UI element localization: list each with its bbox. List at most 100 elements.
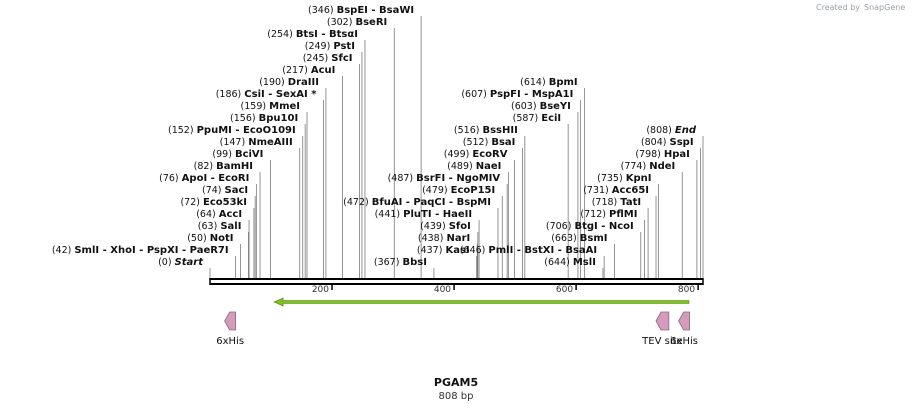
site-label[interactable]: (74) SacI [202, 185, 248, 196]
enzyme-name: BtsI [296, 29, 318, 40]
site-separator: - [521, 89, 532, 100]
site-label[interactable]: (190) DraIII [259, 77, 319, 88]
site-label[interactable]: (217) AcuI [282, 65, 335, 76]
site-label[interactable]: (76) ApoI - EcoRI [159, 173, 249, 184]
site-position: (499) [444, 149, 473, 160]
site-position: (152) [168, 125, 197, 136]
site-label[interactable]: (516) BssHII [454, 125, 518, 136]
enzyme-name: SacI [225, 185, 249, 196]
site-position: (0) [158, 257, 174, 268]
enzyme-name: XhoI [110, 245, 135, 256]
site-label[interactable]: (50) NotI [187, 233, 233, 244]
site-position: (50) [187, 233, 210, 244]
site-label[interactable]: (64) AccI [196, 209, 242, 220]
site-position: (804) [641, 137, 670, 148]
site-label[interactable]: (254) BtsI - BtsαI [267, 29, 358, 40]
site-position: (712) [580, 209, 609, 220]
enzyme-name: BstXI [524, 245, 554, 256]
site-label[interactable]: (346) BspEI - BsaWI [308, 5, 414, 16]
site-position: (437) [417, 245, 446, 256]
site-label[interactable]: (487) BsrFI - NgoMIV [388, 173, 501, 184]
enzyme-name: BpmI [549, 77, 578, 88]
map-title: PGAM5 [434, 376, 478, 389]
site-position: (82) [194, 161, 217, 172]
site-position: (159) [241, 101, 270, 112]
site-label[interactable]: (735) KpnI [597, 173, 651, 184]
site-position: (512) [463, 137, 492, 148]
site-label[interactable]: (245) SfcI [303, 53, 353, 64]
site-label[interactable]: (808) End [646, 125, 697, 136]
site-label[interactable]: (72) Eco53kI [180, 197, 246, 208]
enzyme-name: EciI [541, 113, 561, 124]
enzyme-name: SfcI [331, 53, 352, 64]
site-position: (603) [511, 101, 540, 112]
site-label[interactable]: (439) SfoI [420, 221, 471, 232]
site-label[interactable]: (156) Bpu10I [230, 113, 298, 124]
orf-arrow-shape[interactable] [273, 297, 690, 307]
site-label[interactable]: (499) EcoRV [444, 149, 508, 160]
site-label[interactable]: (186) CsiI - SexAI * [216, 89, 318, 100]
enzyme-name: BsrFI [416, 173, 445, 184]
site-position: (439) [420, 221, 449, 232]
enzyme-name: EcoRV [472, 149, 507, 160]
site-position: (774) [621, 161, 650, 172]
enzyme-name: EcoO109I [243, 125, 296, 136]
site-label[interactable]: (646) PmlI - BstXI - BsaAI [460, 245, 597, 256]
site-label[interactable]: (438) NarI [418, 233, 470, 244]
enzyme-name: PaqCI [413, 197, 445, 208]
site-label[interactable]: (441) PluTI - HaeII [375, 209, 472, 220]
feature-arrow[interactable] [655, 311, 670, 331]
site-position: (614) [520, 77, 549, 88]
site-label[interactable]: (147) NmeAIII [220, 137, 293, 148]
site-label[interactable]: (804) SspI [641, 137, 694, 148]
map-length: 808 bp [439, 391, 474, 402]
site-label[interactable]: (0) Start [158, 257, 204, 268]
site-separator: - [432, 209, 443, 220]
site-label[interactable]: (437) KasI [417, 245, 470, 256]
site-position: (479) [422, 185, 451, 196]
site-position: (42) [52, 245, 75, 256]
site-label[interactable]: (731) Acc65I [583, 185, 649, 196]
site-label[interactable]: (302) BseRI [327, 17, 387, 28]
site-label[interactable]: (152) PpuMI - EcoO109I [168, 125, 296, 136]
enzyme-name: BsmI [580, 233, 608, 244]
ruler-tick-label: 600 [556, 285, 573, 295]
site-label[interactable]: (367) BbsI [374, 257, 427, 268]
site-position: (441) [375, 209, 404, 220]
site-label[interactable]: (159) MmeI [241, 101, 300, 112]
site-position: (76) [159, 173, 182, 184]
site-label[interactable]: (614) BpmI [520, 77, 578, 88]
site-label[interactable]: (249) PstI [305, 41, 355, 52]
site-label[interactable]: (99) BciVI [212, 149, 263, 160]
ruler-tick-label: 800 [678, 285, 695, 295]
site-label[interactable]: (63) SalI [198, 221, 242, 232]
site-label[interactable]: (607) PspFI - MspA1I [461, 89, 573, 100]
site-label[interactable]: (479) EcoP15I [422, 185, 495, 196]
site-label[interactable]: (42) SmlI - XhoI - PspXI - PaeR7I [52, 245, 229, 256]
site-label[interactable]: (603) BseYI [511, 101, 571, 112]
site-position: (346) [308, 5, 337, 16]
site-label[interactable]: (489) NaeI [447, 161, 501, 172]
site-label[interactable]: (798) HpaI [635, 149, 690, 160]
site-label[interactable]: (718) TatI [592, 197, 641, 208]
site-label[interactable]: (472) BfuAI - PaqCI - BspMI [343, 197, 491, 208]
site-label[interactable]: (512) BsaI [463, 137, 516, 148]
site-label[interactable]: (644) MslI [544, 257, 596, 268]
site-label[interactable]: (706) BtgI - NcoI [546, 221, 634, 232]
feature-label: TEV site [641, 336, 683, 347]
site-position: (217) [282, 65, 311, 76]
cut-lines [209, 16, 704, 278]
site-separator: - [598, 221, 609, 232]
site-position: (302) [327, 17, 356, 28]
feature-arrow[interactable] [224, 311, 237, 331]
site-label[interactable]: (712) PflMI [580, 209, 637, 220]
site-label[interactable]: (587) EciI [513, 113, 562, 124]
site-position: (472) [343, 197, 372, 208]
site-label[interactable]: (774) NdeI [621, 161, 676, 172]
feature-arrow[interactable] [678, 311, 690, 331]
site-separator: - [179, 245, 190, 256]
site-label[interactable]: (82) BamHI [194, 161, 253, 172]
enzyme-name: BbsI [402, 257, 426, 268]
site-label[interactable]: (663) BsmI [551, 233, 607, 244]
orf-arrow[interactable] [273, 297, 690, 307]
